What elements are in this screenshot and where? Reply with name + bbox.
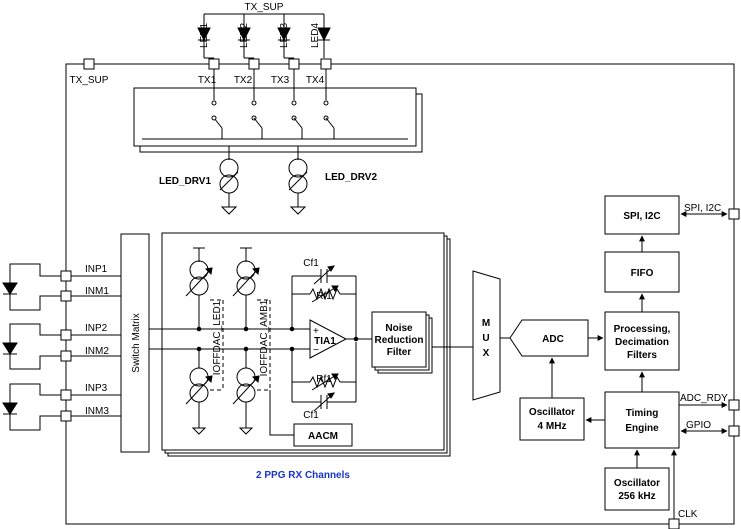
adc-label: ADC: [542, 334, 564, 345]
tx2-label: TX2: [234, 75, 253, 86]
led-driver-1: [219, 146, 239, 215]
led-driver-2: [288, 146, 308, 215]
switch-matrix-label: Switch Matrix: [131, 313, 142, 372]
pin-inp3: [60, 389, 72, 401]
mux-m: M: [482, 318, 490, 329]
cf1-top-label: Cf1: [303, 258, 319, 269]
tx-sup-pin-label: TX_SUP: [70, 75, 109, 86]
osc4-line1: Oscillator: [529, 407, 575, 418]
fifo-block: [604, 251, 680, 293]
tx-switch-block: [133, 87, 417, 147]
filter-line2: Reduction: [375, 335, 424, 346]
pin-gpio: [728, 425, 740, 437]
led4-label: LED4: [310, 23, 321, 48]
pin-inp2: [60, 329, 72, 341]
tia-plus: +: [313, 326, 319, 337]
timing-engine-block: [604, 391, 680, 449]
cf1-bottom-label: Cf1: [303, 410, 319, 421]
noise-reduction-filter: [371, 311, 427, 368]
mux-x: X: [483, 348, 490, 359]
led1: [197, 14, 211, 58]
ioffdac-amb1-label: IOFFDAC_AMB1: [259, 299, 270, 376]
pin-tx3: [288, 58, 300, 70]
aacm-label: AACM: [308, 431, 338, 442]
tia1-label: TIA1: [314, 336, 336, 347]
led2: [237, 14, 251, 58]
dac-dashed-links: [210, 299, 271, 391]
pin-clk: [668, 518, 680, 529]
inm1-label: INM1: [85, 286, 109, 297]
timing-line1: Timing: [626, 408, 659, 419]
led-drv1-label: LED_DRV1: [159, 176, 211, 187]
pin-inm3: [60, 410, 72, 422]
offset-dac-amb-sources: [232, 247, 260, 435]
tx-switches: [211, 69, 335, 139]
oscillator-4mhz: [519, 397, 585, 441]
offset-dac-led-sources: [185, 247, 213, 435]
filter-line1: Noise: [385, 323, 413, 334]
inm3-label: INM3: [85, 406, 109, 417]
led-drv2-label: LED_DRV2: [325, 172, 377, 183]
ioffdac-led1-label: IOFFDAC_LED1: [212, 300, 223, 375]
tx3-label: TX3: [271, 75, 290, 86]
switch-matrix: [120, 233, 150, 453]
aacm-block: [293, 423, 353, 447]
inm2-label: INM2: [85, 346, 109, 357]
pin-tx4: [320, 58, 332, 70]
led3-label: LED3: [279, 23, 290, 48]
pin-tx1: [208, 58, 220, 70]
clk-label: CLK: [678, 509, 698, 520]
filter-line3: Filter: [387, 347, 412, 358]
led1-label: LED1: [199, 23, 210, 48]
inp1-label: INP1: [85, 264, 108, 275]
tia-amplifier: [309, 319, 348, 359]
spi-i2c-block: [604, 195, 680, 235]
photodiode-1: [2, 263, 61, 311]
pin-tx2: [248, 58, 260, 70]
inp2-label: INP2: [85, 323, 108, 334]
adc-rdy-label: ADC_RDY: [680, 393, 728, 404]
fifo-label: FIFO: [631, 268, 654, 279]
photodiode-2: [2, 323, 61, 370]
osc256-line2: 256 kHz: [618, 491, 655, 502]
processing-block: [604, 311, 680, 371]
tia-feedback-top: [289, 265, 359, 342]
timing-line2: Engine: [625, 423, 659, 434]
tia-feedback-bottom: [289, 342, 357, 412]
pin-inm2: [60, 350, 72, 362]
proc-line1: Processing,: [614, 324, 671, 335]
rf1-top-label: Rf1: [316, 291, 332, 302]
tx1-label: TX1: [198, 75, 217, 86]
proc-line3: Filters: [627, 350, 657, 361]
rf1-bottom-label: Rf1: [316, 374, 332, 385]
pin-inm1: [60, 290, 72, 302]
oscillator-256khz: [604, 467, 670, 511]
inp3-label: INP3: [85, 383, 108, 394]
pin-inp1: [60, 270, 72, 282]
mux: [472, 270, 501, 401]
proc-line2: Decimation: [615, 337, 669, 348]
pin-adc-rdy: [728, 399, 740, 411]
osc4-line2: 4 MHz: [538, 421, 567, 432]
rx-channels-caption: 2 PPG RX Channels: [256, 470, 350, 481]
tx4-label: TX4: [306, 75, 325, 86]
tx-sup-label: TX_SUP: [245, 2, 284, 13]
tia-minus: −: [313, 345, 319, 356]
led4: [317, 14, 331, 58]
led2-label: LED2: [239, 23, 250, 48]
photodiode-3: [2, 383, 61, 431]
osc256-line1: Oscillator: [614, 478, 660, 489]
pin-tx-sup: [83, 58, 95, 70]
spi-pin-label: SPI, I2C: [684, 203, 721, 214]
mux-u: U: [482, 333, 489, 344]
gpio-label: GPIO: [686, 420, 711, 431]
pin-spi-i2c: [728, 208, 740, 220]
led3: [277, 14, 291, 58]
spi-block-label: SPI, I2C: [623, 211, 660, 222]
